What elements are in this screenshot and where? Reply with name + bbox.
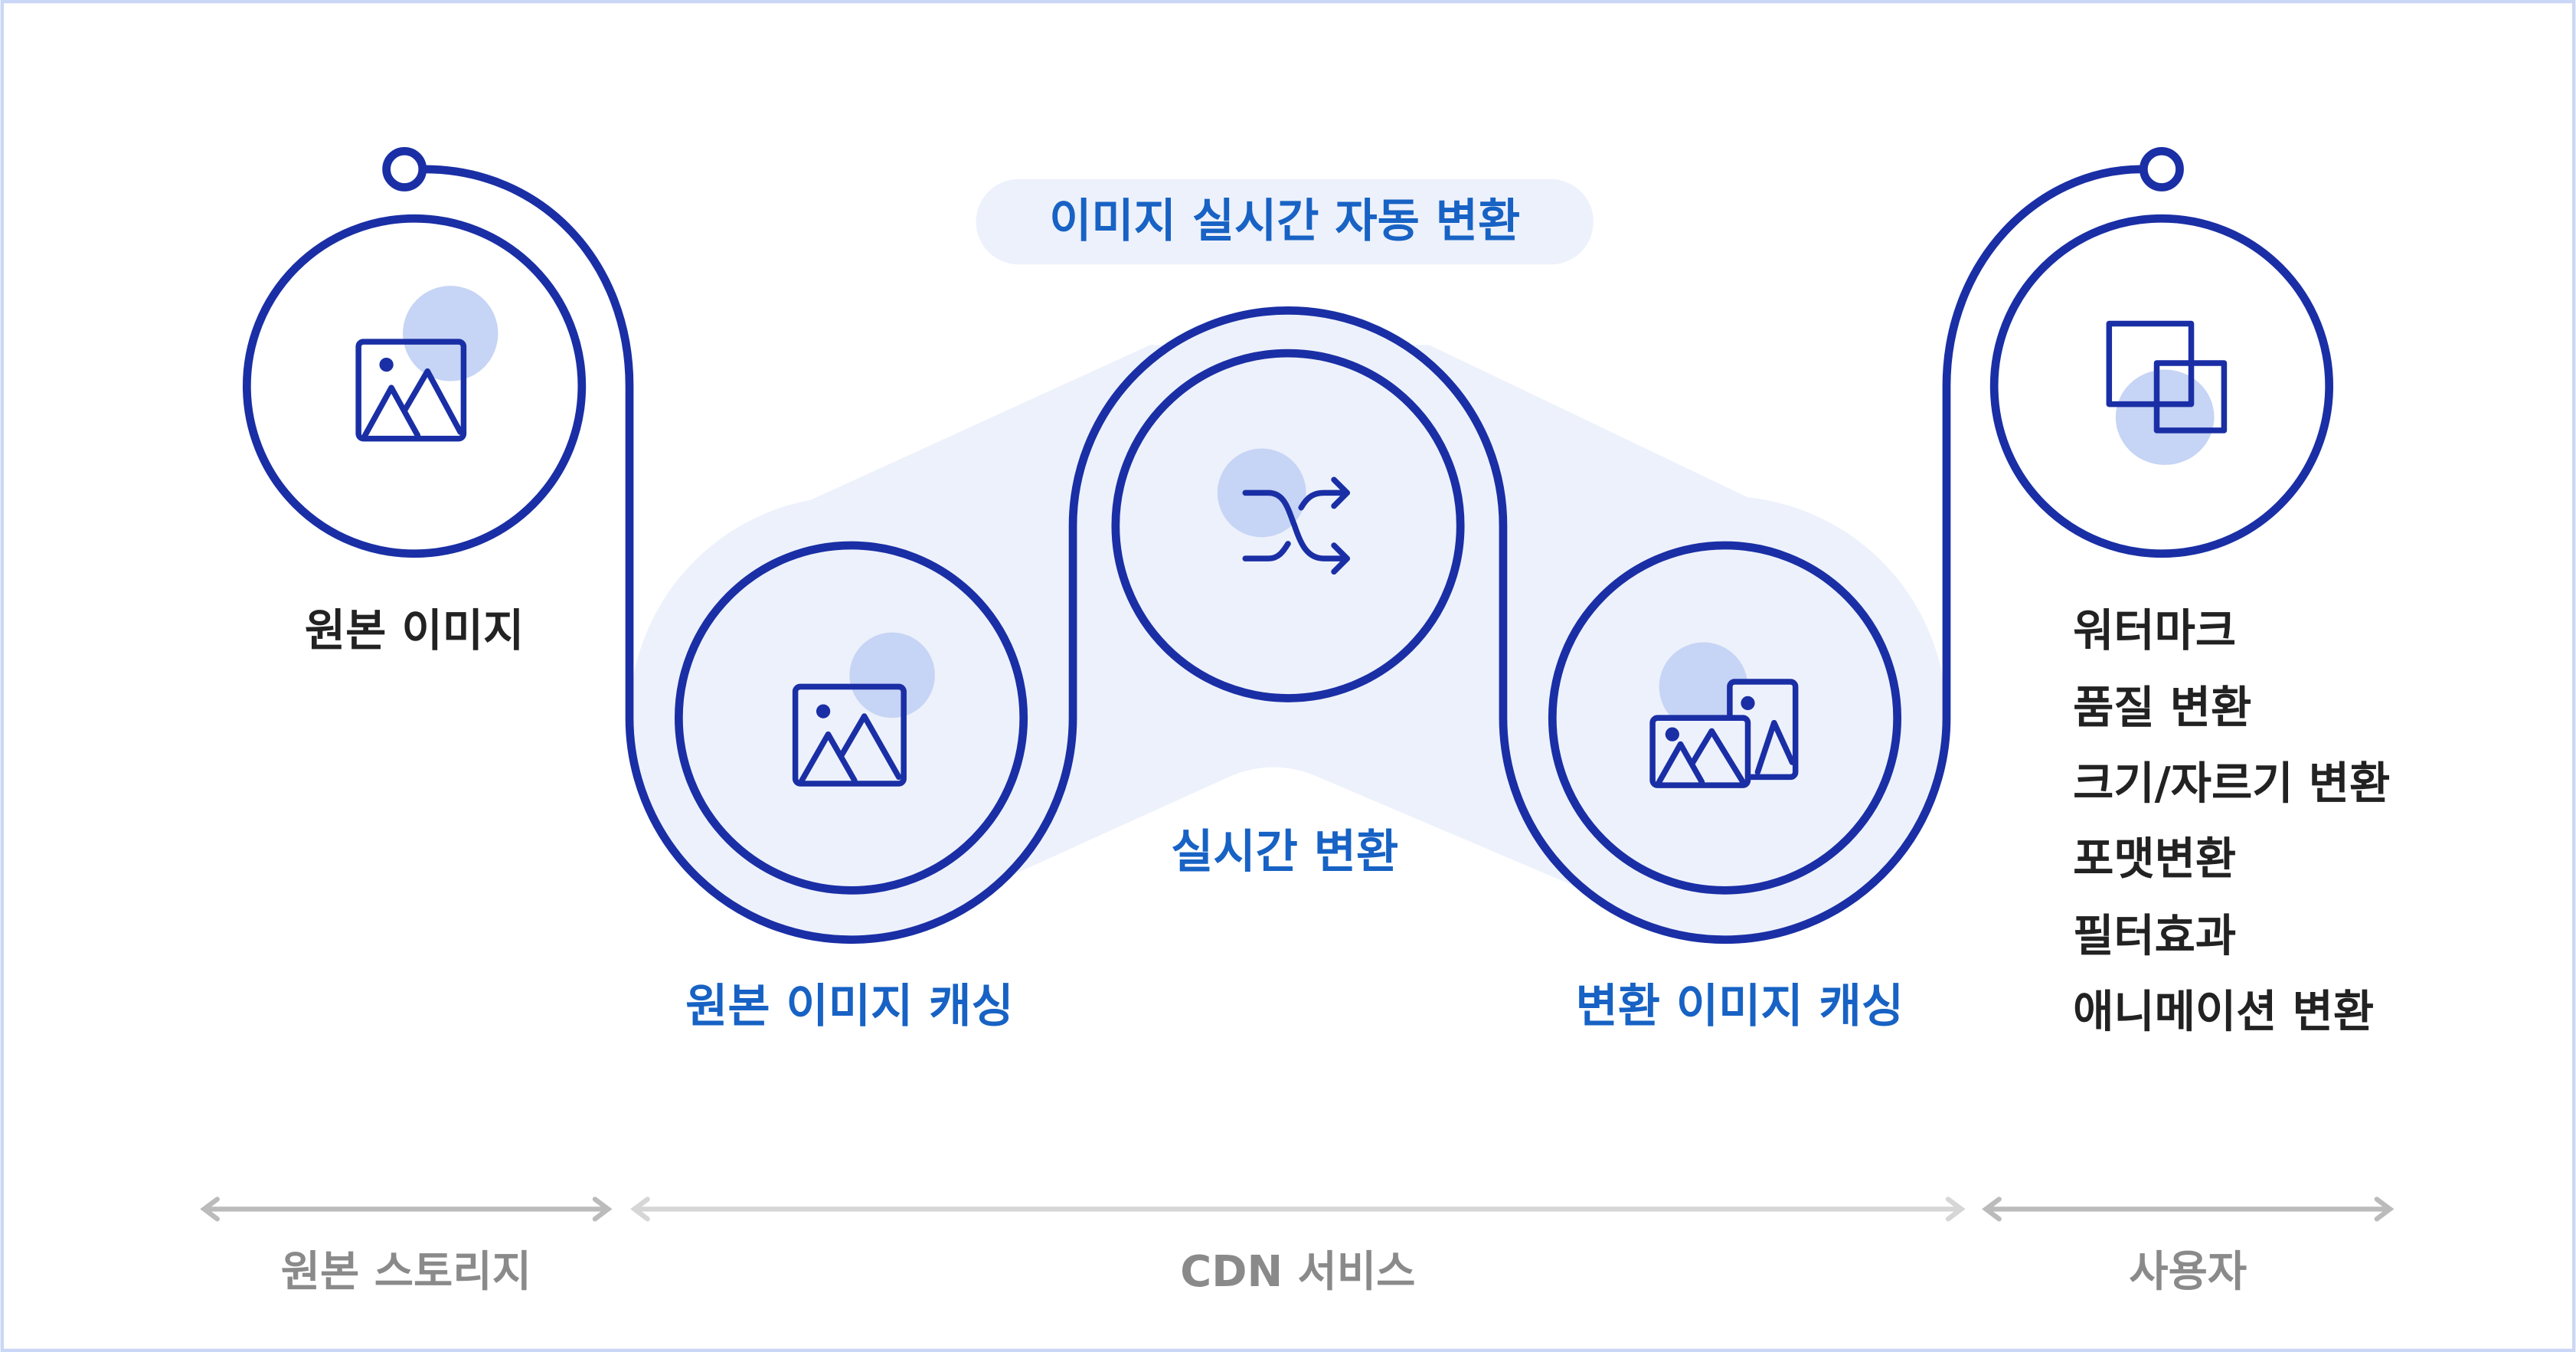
transform-label: 실시간 변환 — [1171, 825, 1398, 879]
node-origin-image — [242, 214, 587, 558]
zone-cdn-service: CDN 서비스 — [630, 1197, 1966, 1297]
node-origin-cache — [674, 541, 1028, 895]
overlap-squares-icon — [2106, 320, 2228, 434]
image-icon — [355, 339, 467, 442]
zone-label: 원본 스토리지 — [281, 1247, 531, 1297]
double-arrow-icon — [630, 1197, 1966, 1222]
flow-path — [420, 165, 2146, 944]
feature-list: 워터마크 품질 변환 크기/자르기 변환 포맷변환 필터효과 애니메이션 변환 — [2073, 604, 2390, 1038]
images-icon — [1649, 679, 1799, 788]
zone-user: 사용자 — [1982, 1197, 2395, 1297]
feature-item: 포맷변환 — [2073, 833, 2236, 885]
origin-label: 원본 이미지 — [305, 604, 524, 656]
shuffle-icon — [1242, 476, 1350, 575]
feature-item: 품질 변환 — [2073, 682, 2251, 734]
image-icon — [792, 683, 907, 787]
feature-item: 애니메이션 변환 — [2073, 985, 2374, 1037]
node-result-cache — [1548, 541, 1902, 895]
feature-item: 크기/자르기 변환 — [2073, 757, 2390, 809]
feature-item: 워터마크 — [2073, 604, 2236, 656]
node-user — [1989, 214, 2334, 558]
result-cache-label: 변환 이미지 캐싱 — [1576, 980, 1904, 1033]
node-realtime-transform — [1111, 349, 1465, 702]
double-arrow-icon — [1982, 1197, 2395, 1222]
zone-origin-storage: 원본 스토리지 — [200, 1197, 613, 1297]
origin-cache-label: 원본 이미지 캐싱 — [685, 980, 1013, 1033]
zone-label: 사용자 — [2129, 1247, 2247, 1297]
banner: 이미지 실시간 자동 변환 — [976, 178, 1594, 265]
zone-label: CDN 서비스 — [1180, 1247, 1415, 1297]
end-dot — [2139, 146, 2184, 192]
start-dot — [382, 146, 427, 192]
double-arrow-icon — [200, 1197, 613, 1222]
feature-item: 필터효과 — [2073, 910, 2236, 962]
banner-text: 이미지 실시간 자동 변환 — [1049, 195, 1520, 248]
